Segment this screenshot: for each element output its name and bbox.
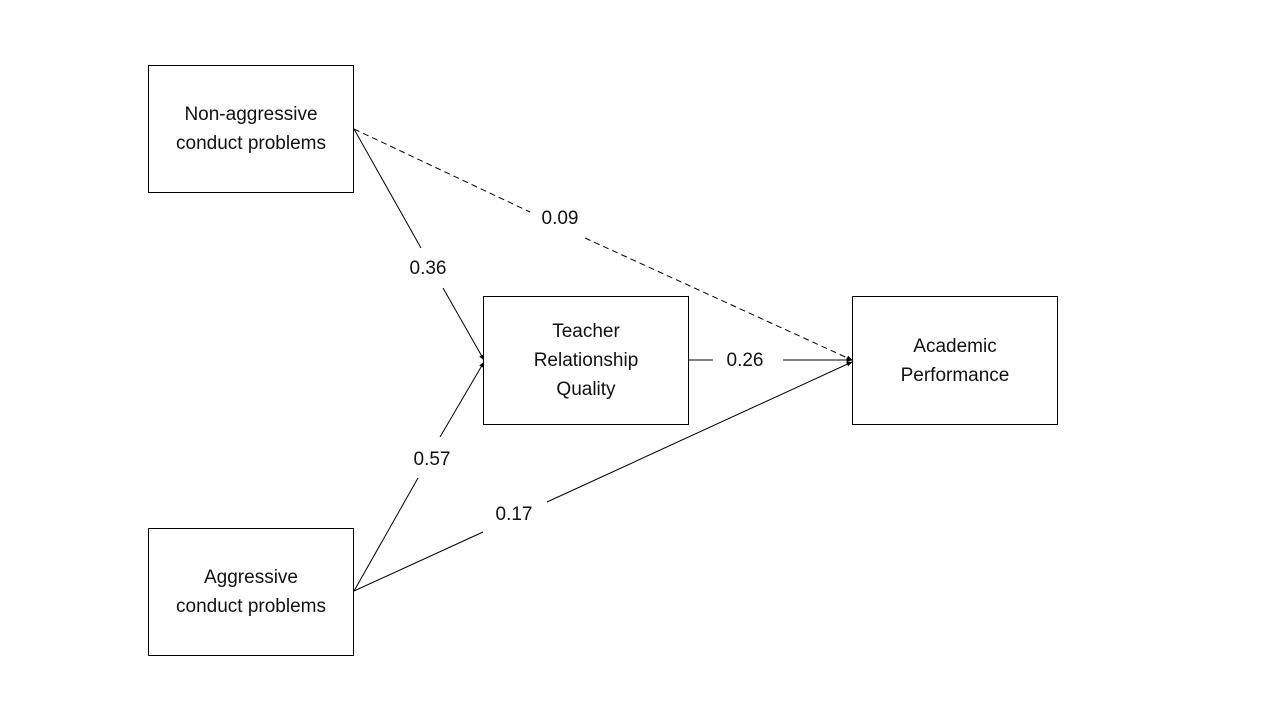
path-agg-ap-segment-1: [353, 531, 484, 592]
path-agg-ap-segment-2: [546, 361, 853, 503]
path-nonagg-ap-coef: 0.09: [542, 208, 579, 229]
path-nonagg-trq-segment-2: [442, 287, 485, 361]
node-aggressive-conduct-problems: Aggressive conduct problems: [148, 528, 354, 656]
path-nonagg-ap-segment-2: [584, 237, 853, 361]
path-agg-trq-coef: 0.57: [414, 449, 451, 470]
node-label: Academic Performance: [900, 335, 1010, 386]
path-nonagg-trq-coef: 0.36: [410, 258, 447, 279]
node-label: Aggressive conduct problems: [176, 567, 326, 617]
node-nonaggressive-conduct-problems: Non-aggressive conduct problems: [148, 65, 354, 193]
path-agg-ap-coef: 0.17: [496, 504, 533, 525]
path-agg-trq-segment-2: [439, 361, 485, 438]
path-nonagg-ap-segment-1: [353, 128, 531, 213]
path-nonagg-trq-segment-1: [353, 128, 422, 249]
node-label: Teacher Relationship Quality: [533, 321, 639, 400]
path-agg-trq-segment-1: [353, 477, 419, 592]
node-teacher-relationship-quality: Teacher Relationship Quality: [483, 296, 689, 425]
node-label: Non-aggressive conduct problems: [176, 104, 326, 154]
node-academic-performance: Academic Performance: [852, 296, 1058, 425]
path-trq-ap-coef: 0.26: [727, 350, 764, 371]
